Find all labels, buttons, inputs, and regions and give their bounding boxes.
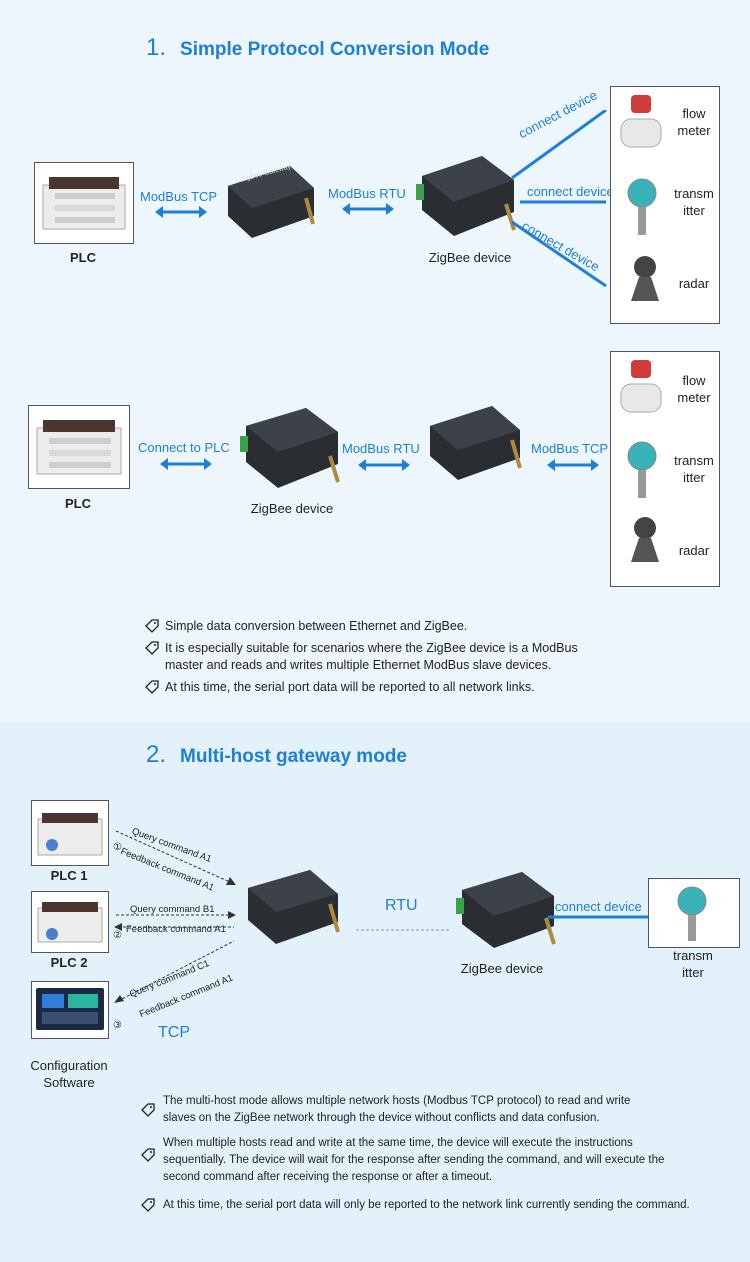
zigbee-device-label-b: ZigBee device [250, 501, 334, 516]
zigbee-device-image-b [240, 408, 340, 488]
plc1-image [31, 800, 109, 866]
connect-lines-a [511, 110, 607, 288]
transmitter-box-2 [648, 878, 740, 948]
zigbee-device-label-a: ZigBee device [428, 250, 512, 265]
monitor-icon [36, 988, 104, 1030]
step-2: ② [113, 930, 122, 941]
double-arrow-icon [547, 459, 599, 471]
double-arrow-icon [155, 206, 207, 218]
meter-label-b3: radar [678, 543, 710, 558]
link-modbus-rtu-a: ModBus RTU [328, 186, 406, 201]
double-arrow-icon [342, 203, 394, 215]
plc-label-b: PLC [65, 496, 91, 511]
section1-number: 1. [146, 34, 167, 61]
link-modbus-rtu-b: ModBus RTU [342, 441, 420, 456]
flow-meter-icon [620, 95, 662, 148]
zigbee-device-image-a [416, 156, 516, 236]
s2-bullet-2: When multiple hosts read and write at th… [141, 1135, 673, 1186]
plc-image-b [28, 405, 130, 489]
tag-icon [141, 1148, 155, 1162]
plc2-image [31, 891, 109, 953]
section2-title: 2. Multi-host gateway mode [146, 741, 407, 769]
s2-bullet-2-text: When multiple hosts read and write at th… [163, 1137, 665, 1183]
tag-icon [145, 619, 159, 633]
plc-icon [36, 420, 122, 475]
tag-icon [145, 641, 159, 655]
plc-icon [37, 902, 103, 943]
field-devices-box-a: flow meter transm itter radar [610, 86, 720, 324]
plc1-label: PLC 1 [50, 868, 88, 883]
rtu-link-line [356, 929, 450, 931]
plc-icon [37, 813, 103, 856]
link-connect-plc-b: Connect to PLC [138, 440, 230, 455]
zigbee-device-label-2: ZigBee device [460, 961, 544, 976]
tag-icon [141, 1198, 155, 1212]
section-multi-host [0, 722, 750, 1262]
tcp-label: TCP [158, 1024, 190, 1041]
radar-icon [631, 517, 659, 562]
meter-label-b1: flow meter [677, 373, 711, 405]
transmitter-icon [627, 178, 657, 235]
s1-bullet-3: At this time, the serial port data will … [145, 679, 605, 696]
double-arrow-icon [160, 458, 212, 470]
connect-device-a2: connect device [527, 184, 614, 199]
zigbee-gateway-image-a [228, 166, 315, 238]
s2-bullet-3: At this time, the serial port data will … [141, 1197, 733, 1214]
section2-number: 2. [146, 741, 167, 768]
section1-title: 1. Simple Protocol Conversion Mode [146, 34, 489, 62]
step-3: ③ [113, 1020, 122, 1031]
meter-label-a1: flow meter [677, 106, 711, 138]
s1-bullet-2: It is especially suitable for scenarios … [145, 640, 610, 674]
s1-bullet-1-text: Simple data conversion between Ethernet … [165, 619, 468, 633]
s2-bullet-3-text: At this time, the serial port data will … [163, 1199, 690, 1211]
tag-icon [145, 680, 159, 694]
plc-icon [42, 177, 126, 230]
zigbee-gateway-image-b [430, 406, 522, 480]
step-1: ① [113, 842, 122, 853]
radar-icon [631, 256, 659, 301]
double-arrow-icon [358, 459, 410, 471]
flow-meter-icon [620, 360, 662, 413]
command-arrows [114, 830, 236, 1003]
query-b1: Query command B1 [130, 904, 215, 915]
connect-line-2 [548, 915, 648, 919]
transmitter-label-2: transm itter [673, 948, 713, 980]
software-label: Configuration Software [30, 1058, 108, 1090]
software-image [31, 981, 109, 1039]
connect-device-2: connect device [555, 899, 642, 914]
zigbee-device-image-2 [456, 872, 556, 948]
plc-label-a: PLC [70, 250, 96, 265]
s1-bullet-2-text: It is especially suitable for scenarios … [165, 641, 578, 672]
tag-icon [141, 1103, 155, 1117]
meter-label-b2: transm itter [674, 453, 714, 485]
plc-image-a [34, 162, 134, 244]
meter-label-a3: radar [678, 276, 710, 291]
feedback-b1: Feedback command A1 [126, 924, 226, 935]
s1-bullet-3-text: At this time, the serial port data will … [165, 680, 535, 694]
transmitter-icon [627, 441, 657, 498]
link-modbus-tcp-a: ModBus TCP [140, 189, 218, 204]
transmitter-icon [677, 886, 707, 941]
section2-title-text: Multi-host gateway mode [180, 746, 407, 767]
s1-bullet-1: Simple data conversion between Ethernet … [145, 618, 605, 635]
s2-bullet-1-text: The multi-host mode allows multiple netw… [163, 1095, 631, 1124]
field-devices-box-b: flow meter transm itter radar [610, 351, 720, 587]
plc2-label: PLC 2 [50, 955, 88, 970]
rtu-label: RTU [385, 897, 418, 914]
section1-title-text: Simple Protocol Conversion Mode [180, 39, 490, 60]
meter-label-a2: transm itter [674, 186, 714, 218]
link-modbus-tcp-b: ModBus TCP [531, 441, 609, 456]
zigbee-gateway-image-2 [248, 870, 340, 944]
s2-bullet-1: The multi-host mode allows multiple netw… [141, 1093, 663, 1127]
